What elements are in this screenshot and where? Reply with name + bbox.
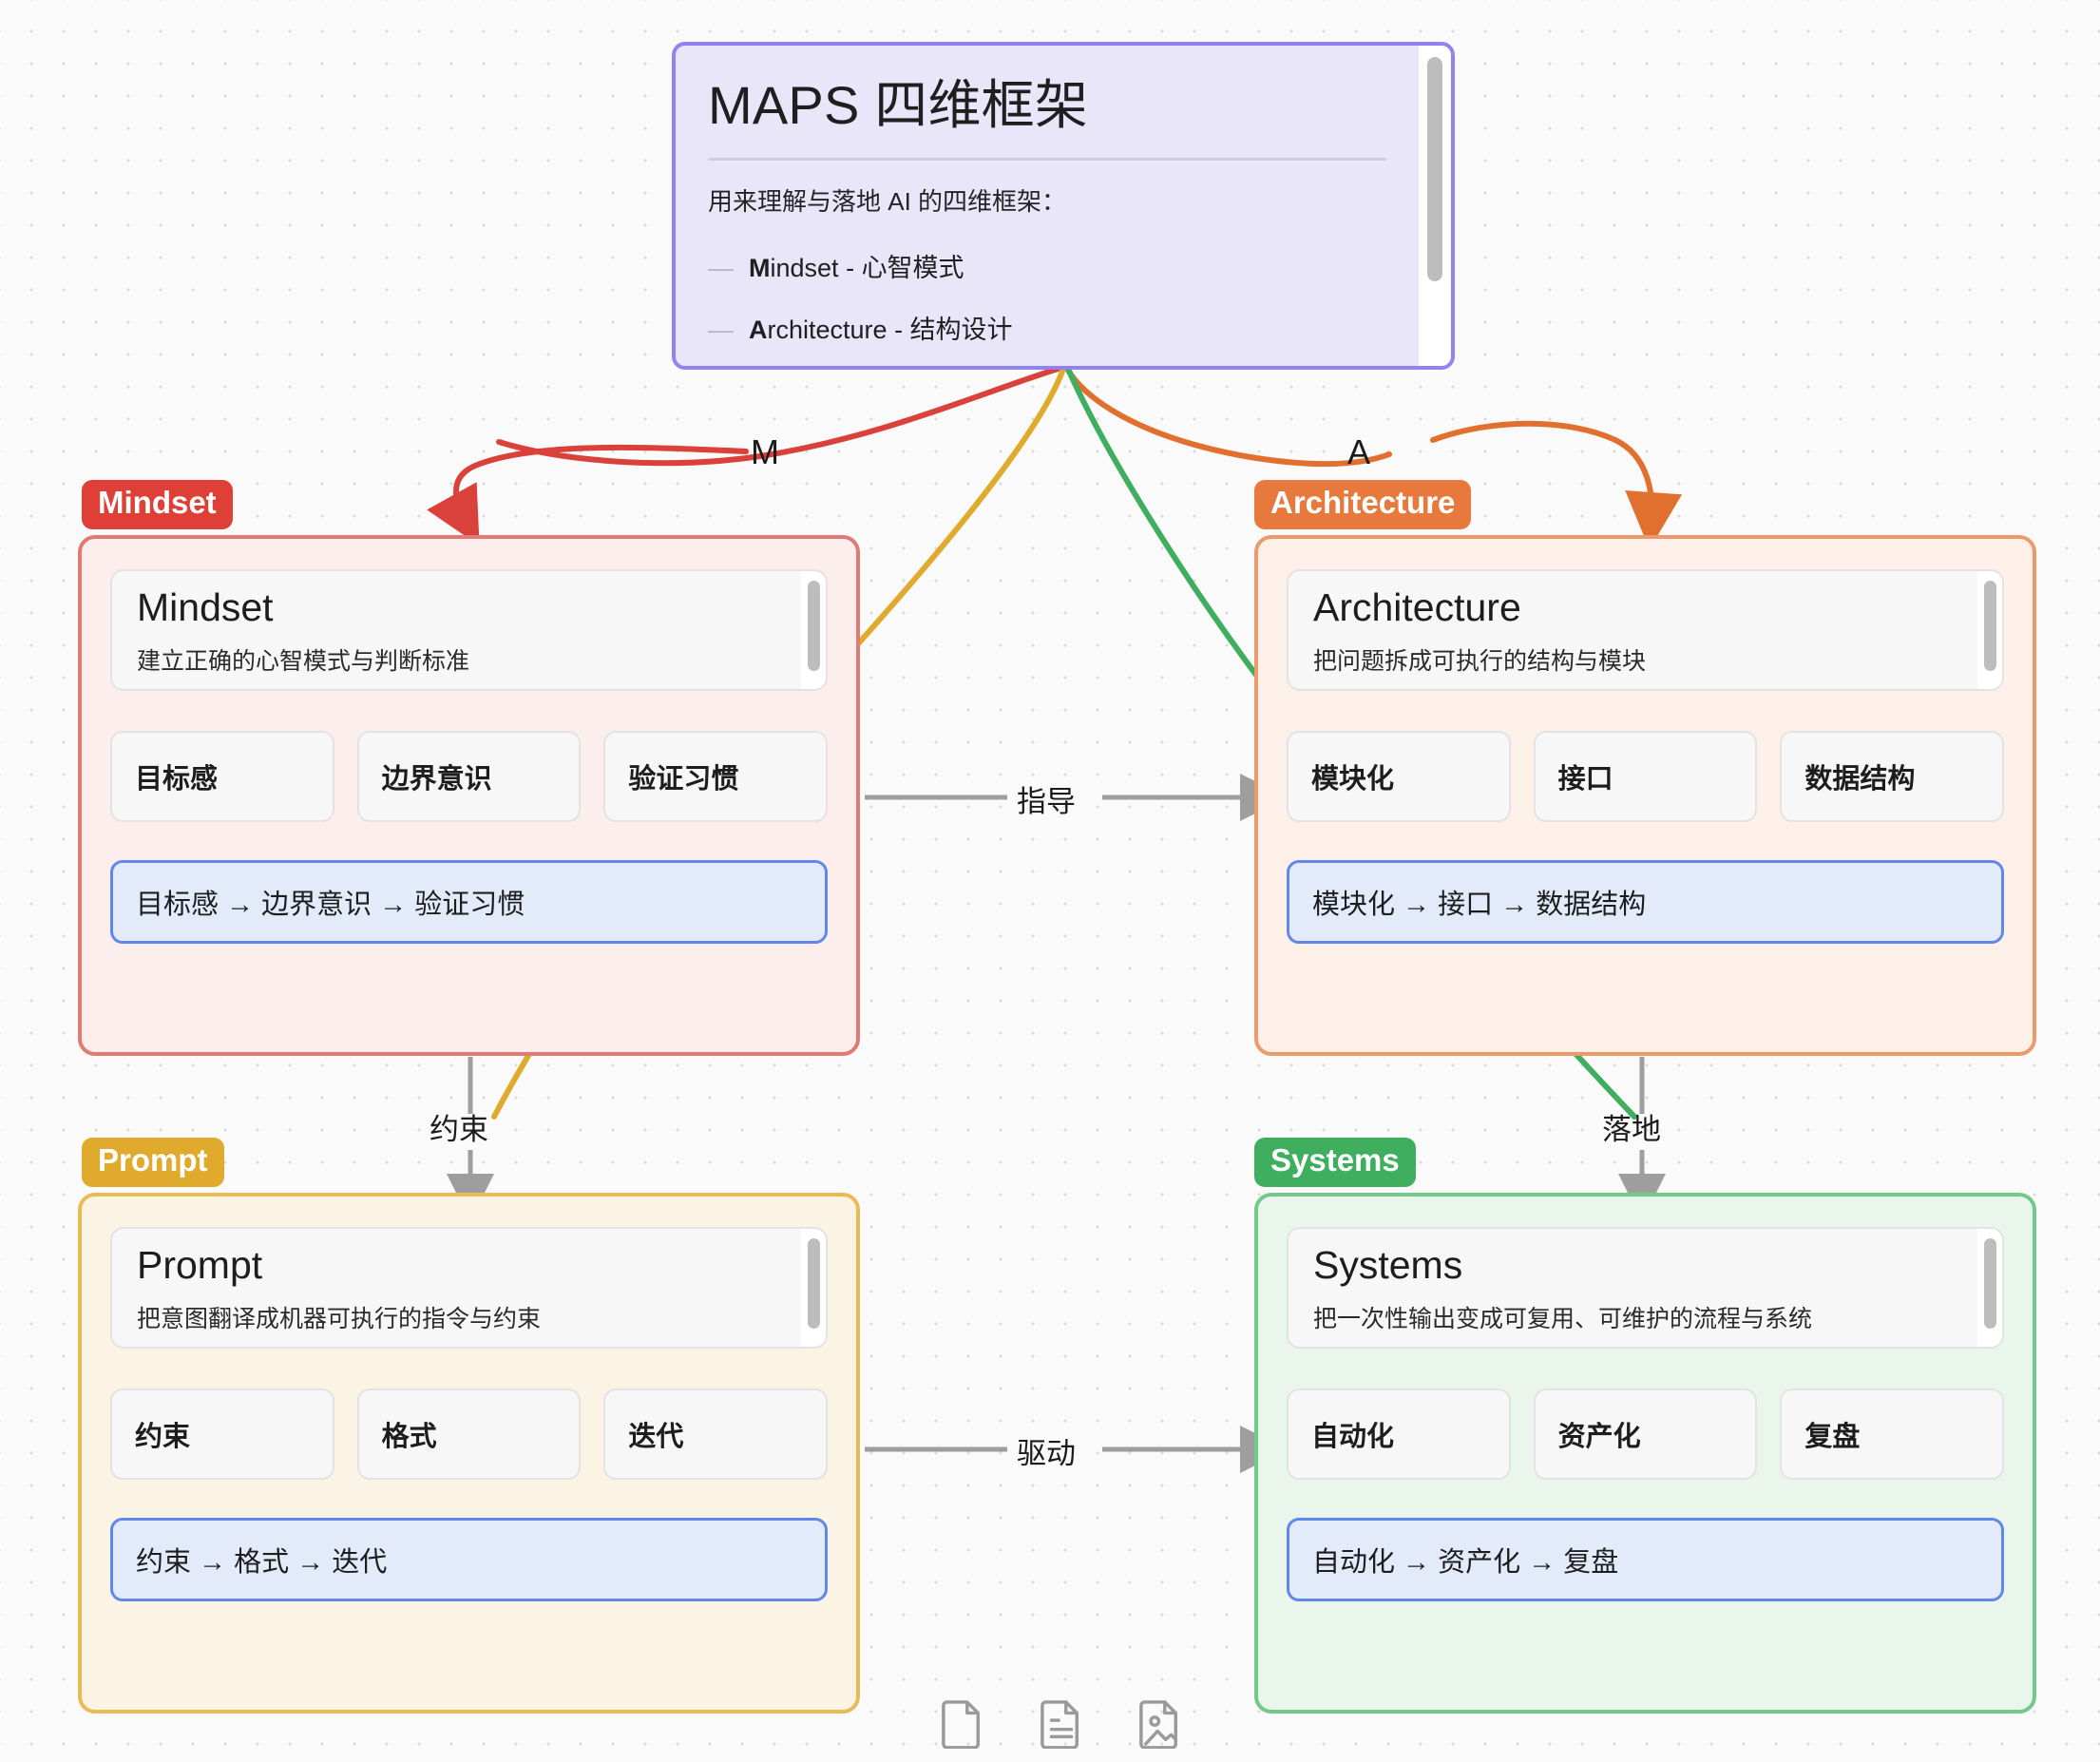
text-document-icon[interactable] xyxy=(1040,1697,1083,1749)
bullet-dash-icon: — xyxy=(708,316,734,345)
scrollbar-thumb[interactable] xyxy=(1983,1238,1996,1329)
architecture-title: Architecture xyxy=(1313,585,1521,629)
maps-framework-card[interactable]: MAPS 四维框架 用来理解与落地 AI 的四维框架： — Mindset - … xyxy=(672,42,1455,370)
prompt-desc: 把意图翻译成机器可执行的指令与约束 xyxy=(137,1306,542,1333)
architecture-card-scrollbar[interactable] xyxy=(1977,571,2002,689)
chip-prompt-2[interactable]: 迭代 xyxy=(603,1389,829,1480)
systems-card-scrollbar[interactable] xyxy=(1977,1229,2002,1347)
scrollbar-thumb[interactable] xyxy=(1427,57,1442,281)
mindset-header-card[interactable]: Mindset 建立正确的心智模式与判断标准 xyxy=(110,569,828,691)
edge-m-path xyxy=(496,364,1067,467)
list-item-text: Architecture - 结构设计 xyxy=(749,316,1013,345)
mindset-title: Mindset xyxy=(137,585,274,629)
systems-chip-row: 自动化 资产化 复盘 xyxy=(1287,1389,2005,1480)
architecture-header-body: Architecture 把问题拆成可执行的结构与模块 xyxy=(1289,571,1977,689)
maps-card-body: MAPS 四维框架 用来理解与落地 AI 的四维框架： — Mindset - … xyxy=(676,46,1419,366)
title-divider xyxy=(708,158,1386,162)
scrollbar-thumb[interactable] xyxy=(807,1238,820,1329)
chip-architecture-0[interactable]: 模块化 xyxy=(1287,731,1511,822)
maps-card-lead: 用来理解与落地 AI 的四维框架： xyxy=(708,187,1067,217)
edge-m-path-tail xyxy=(427,444,749,546)
list-item: — Mindset - 心智模式 xyxy=(708,247,1386,284)
quadrant-prompt-inner: Prompt 把意图翻译成机器可执行的指令与约束 约束 格式 迭代 约束 → 格… xyxy=(82,1197,856,1710)
chip-prompt-0[interactable]: 约束 xyxy=(110,1389,334,1480)
chip-mindset-0[interactable]: 目标感 xyxy=(110,731,334,822)
blank-file-icon[interactable] xyxy=(941,1697,984,1749)
chip-systems-0[interactable]: 自动化 xyxy=(1287,1389,1511,1480)
architecture-chip-row: 模块化 接口 数据结构 xyxy=(1287,731,2005,822)
edge-label-m: M xyxy=(751,432,779,471)
chip-prompt-1[interactable]: 格式 xyxy=(356,1389,582,1480)
prompt-title: Prompt xyxy=(137,1243,263,1287)
edge-label-guide: 指导 xyxy=(1017,785,1076,818)
systems-header-body: Systems 把一次性输出变成可复用、可维护的流程与系统 xyxy=(1289,1229,1977,1347)
edge-label-a: A xyxy=(1347,432,1371,471)
systems-desc: 把一次性输出变成可复用、可维护的流程与系统 xyxy=(1313,1306,1813,1333)
prompt-chip-row: 约束 格式 迭代 xyxy=(110,1389,829,1480)
chip-mindset-2[interactable]: 验证习惯 xyxy=(603,731,829,822)
quadrant-prompt[interactable]: Prompt 把意图翻译成机器可执行的指令与约束 约束 格式 迭代 约束 → 格… xyxy=(78,1193,860,1714)
architecture-header-card[interactable]: Architecture 把问题拆成可执行的结构与模块 xyxy=(1287,569,2004,691)
edge-label-land: 落地 xyxy=(1602,1113,1661,1146)
maps-card-scrollbar[interactable] xyxy=(1419,46,1451,366)
chip-systems-2[interactable]: 复盘 xyxy=(1780,1389,2005,1480)
prompt-card-scrollbar[interactable] xyxy=(801,1229,826,1347)
systems-header-card[interactable]: Systems 把一次性输出变成可复用、可维护的流程与系统 xyxy=(1287,1227,2004,1349)
chip-systems-1[interactable]: 资产化 xyxy=(1533,1389,1758,1480)
quadrant-systems[interactable]: Systems 把一次性输出变成可复用、可维护的流程与系统 自动化 资产化 复盘… xyxy=(1254,1193,2036,1714)
mindset-flow-strip[interactable]: 目标感 → 边界意识 → 验证习惯 xyxy=(110,860,828,944)
chip-mindset-1[interactable]: 边界意识 xyxy=(356,731,582,822)
mindset-card-scrollbar[interactable] xyxy=(801,571,826,689)
quadrant-mindset-inner: Mindset 建立正确的心智模式与判断标准 目标感 边界意识 验证习惯 目标感… xyxy=(82,539,856,1052)
quadrant-mindset[interactable]: Mindset 建立正确的心智模式与判断标准 目标感 边界意识 验证习惯 目标感… xyxy=(78,535,860,1056)
architecture-desc: 把问题拆成可执行的结构与模块 xyxy=(1313,648,1647,676)
edge-a-path xyxy=(1063,364,1392,468)
systems-title: Systems xyxy=(1313,1243,1463,1287)
quadrant-systems-inner: Systems 把一次性输出变成可复用、可维护的流程与系统 自动化 资产化 复盘… xyxy=(1258,1197,2033,1710)
badge-prompt: Prompt xyxy=(82,1138,224,1187)
scrollbar-thumb[interactable] xyxy=(1983,581,1996,671)
list-item: — Architecture - 结构设计 xyxy=(708,309,1386,346)
mindset-chip-row: 目标感 边界意识 验证习惯 xyxy=(110,731,829,822)
image-file-icon[interactable] xyxy=(1138,1697,1182,1749)
mindset-header-body: Mindset 建立正确的心智模式与判断标准 xyxy=(112,571,801,689)
chip-architecture-2[interactable]: 数据结构 xyxy=(1780,731,2005,822)
architecture-flow-strip[interactable]: 模块化 → 接口 → 数据结构 xyxy=(1287,860,2004,944)
scrollbar-thumb[interactable] xyxy=(807,581,820,671)
badge-mindset: Mindset xyxy=(82,480,233,529)
chip-architecture-1[interactable]: 接口 xyxy=(1533,731,1758,822)
quadrant-architecture-inner: Architecture 把问题拆成可执行的结构与模块 模块化 接口 数据结构 … xyxy=(1258,539,2033,1052)
prompt-header-card[interactable]: Prompt 把意图翻译成机器可执行的指令与约束 xyxy=(110,1227,828,1349)
mindset-desc: 建立正确的心智模式与判断标准 xyxy=(137,648,470,676)
quadrant-architecture[interactable]: Architecture 把问题拆成可执行的结构与模块 模块化 接口 数据结构 … xyxy=(1254,535,2036,1056)
prompt-flow-strip[interactable]: 约束 → 格式 → 迭代 xyxy=(110,1518,828,1601)
badge-systems: Systems xyxy=(1254,1138,1416,1187)
edge-label-constrain: 约束 xyxy=(430,1113,488,1146)
bottom-icon-toolbar[interactable] xyxy=(941,1697,1182,1749)
edge-label-drive: 驱动 xyxy=(1017,1437,1076,1470)
maps-card-list: — Mindset - 心智模式 — Architecture - 结构设计 xyxy=(708,247,1386,346)
prompt-header-body: Prompt 把意图翻译成机器可执行的指令与约束 xyxy=(112,1229,801,1347)
systems-flow-strip[interactable]: 自动化 → 资产化 → 复盘 xyxy=(1287,1518,2004,1601)
page-title: MAPS 四维框架 xyxy=(708,75,1089,135)
list-item-text: Mindset - 心智模式 xyxy=(749,254,964,283)
bullet-dash-icon: — xyxy=(708,254,734,283)
badge-architecture: Architecture xyxy=(1254,480,1472,529)
